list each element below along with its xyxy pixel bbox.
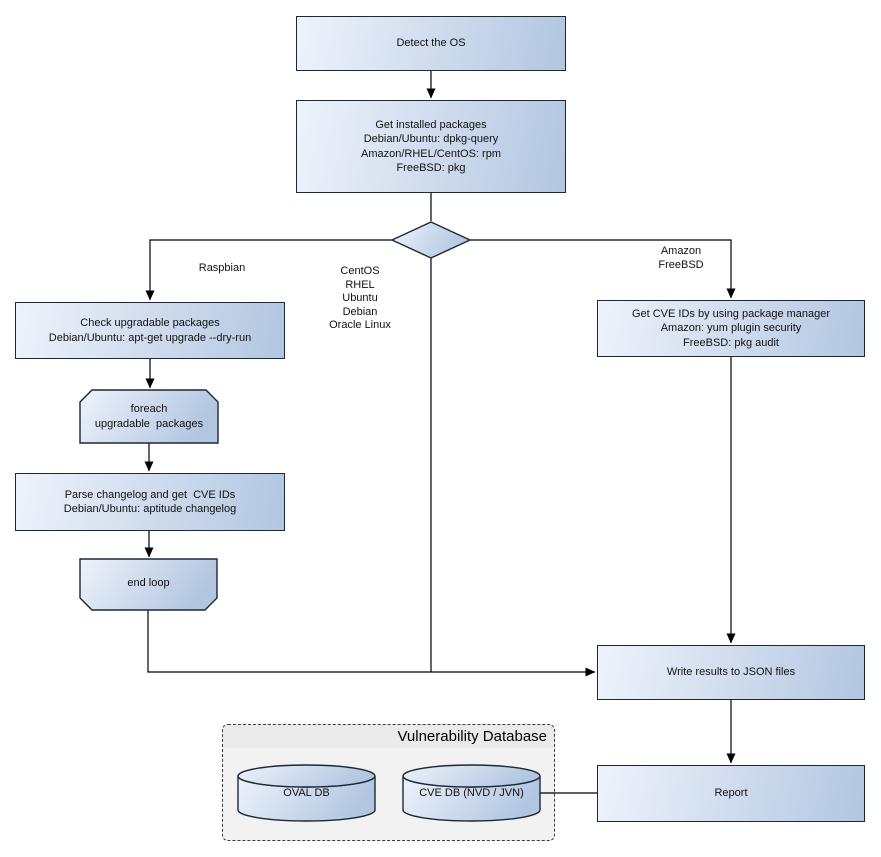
node-text: FreeBSD: pkg bbox=[396, 162, 466, 174]
loop-end-shape bbox=[79, 558, 218, 611]
node-text: Amazon: yum plugin security bbox=[660, 322, 802, 335]
edge-label-text: FreeBSD bbox=[658, 258, 704, 271]
edge-label-text: CentOS bbox=[340, 265, 380, 277]
node-text: Get installed packages bbox=[375, 118, 487, 131]
node-parse-changelog: Parse changelog and get CVE IDs Debian/U… bbox=[15, 473, 285, 531]
node-text: Debian/Ubuntu: apt-get upgrade --dry-run bbox=[48, 331, 252, 344]
node-text: Detect the OS bbox=[396, 37, 466, 50]
decision-diamond-os bbox=[390, 221, 472, 259]
edge-label-raspbian: Raspbian bbox=[172, 262, 272, 276]
edge-label-text: Debian bbox=[342, 305, 378, 318]
node-text: Check upgradable packages bbox=[80, 317, 220, 329]
node-text: Report bbox=[714, 787, 748, 800]
node-text: Parse changelog and get CVE IDs bbox=[64, 488, 236, 501]
edge-endloop-to-write-results bbox=[147, 610, 596, 677]
node-check-upgradable-packages: Check upgradable packages Debian/Ubuntu:… bbox=[15, 302, 285, 359]
node-get-cve-ids: Get CVE IDs by using package manager Ama… bbox=[597, 300, 865, 357]
node-get-installed-packages: Get installed packages Debian/Ubuntu: dp… bbox=[296, 100, 566, 193]
edge-label-middle-branch: CentOS RHEL Ubuntu Debian Oracle Linux bbox=[300, 265, 420, 333]
edge-decision-to-get-cve bbox=[470, 239, 736, 299]
node-text: Write results to JSON files bbox=[666, 666, 796, 679]
edge-label-text: Oracle Linux bbox=[329, 319, 391, 331]
cylinder-cve-db bbox=[402, 764, 541, 822]
node-text: Debian/Ubuntu: aptitude changelog bbox=[63, 503, 237, 515]
node-text: Amazon/RHEL/CentOS: rpm bbox=[361, 147, 501, 160]
loop-start-shape bbox=[79, 389, 219, 444]
edge-decision-to-check-upgradable bbox=[145, 239, 392, 301]
node-text: Get CVE IDs by using package manager bbox=[631, 307, 831, 320]
node-detect-os: Detect the OS bbox=[296, 16, 566, 71]
vulnerability-database-title: Vulnerability Database bbox=[223, 725, 554, 748]
edge-label-right-branch: Amazon FreeBSD bbox=[631, 245, 731, 272]
node-text: Debian/Ubuntu: dpkg-query bbox=[363, 133, 499, 145]
edge-label-text: Amazon bbox=[660, 245, 702, 257]
edge-label-text: Ubuntu bbox=[342, 292, 378, 304]
node-report: Report bbox=[597, 765, 865, 822]
cylinder-oval-db bbox=[237, 764, 376, 822]
node-write-results: Write results to JSON files bbox=[597, 645, 865, 700]
edge-label-text: RHEL bbox=[345, 278, 375, 291]
edge-label-text: Raspbian bbox=[198, 262, 246, 274]
node-text: FreeBSD: pkg audit bbox=[683, 336, 779, 349]
